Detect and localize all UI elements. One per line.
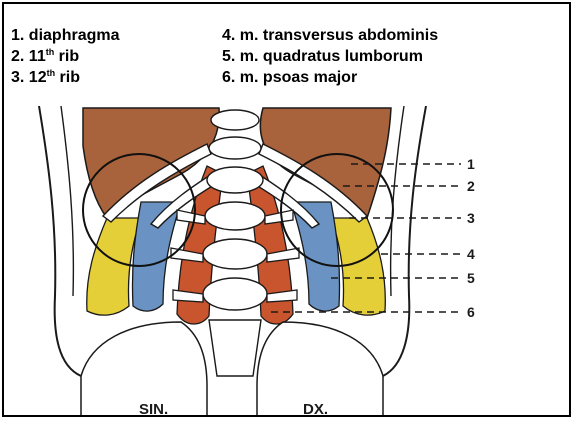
legend-item-3: 3. 12th rib [11,67,119,88]
pointer-number-2: 2 [467,178,475,194]
vertebra [211,110,259,130]
pointer-number-1: 1 [467,156,475,172]
vertebra [203,239,267,269]
pointer-number-4: 4 [467,246,475,262]
pointer-number-5: 5 [467,270,475,286]
legend-item-1: 1. diaphragma [11,25,119,46]
anatomy-illustration: 1 2 3 4 5 6 SIN. DX. [31,106,501,417]
vertebra [205,202,265,230]
pointer-number-6: 6 [467,304,475,320]
legend-item-5: 5. m. quadratus lumborum [222,46,438,67]
vertebra [203,278,267,310]
sacrum [209,320,261,376]
vertebra [209,137,261,159]
legend-item-2: 2. 11th rib [11,46,119,67]
figure-frame: 1. diaphragma 2. 11th rib 3. 12th rib 4.… [2,2,571,417]
vertebra [207,167,263,193]
legend-left-column: 1. diaphragma 2. 11th rib 3. 12th rib [11,25,119,88]
legend-right-column: 4. m. transversus abdominis 5. m. quadra… [222,25,438,88]
side-label-right: DX. [303,401,328,417]
legend-item-6: 6. m. psoas major [222,67,438,88]
vertebral-column [203,110,267,376]
side-label-left: SIN. [139,401,168,417]
pointer-number-3: 3 [467,210,475,226]
legend-item-4: 4. m. transversus abdominis [222,25,438,46]
